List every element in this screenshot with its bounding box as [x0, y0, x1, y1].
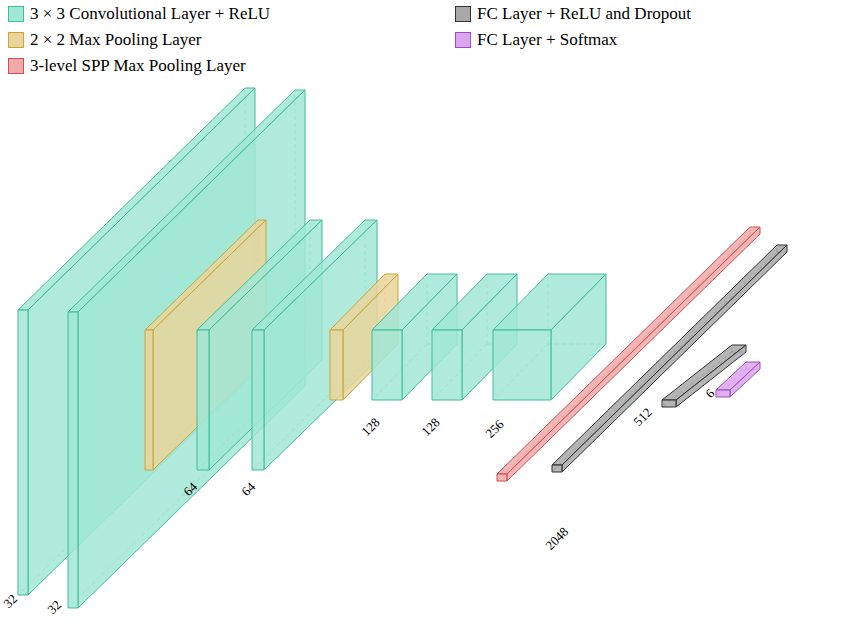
legend-swatch: [8, 32, 24, 48]
legend-text: 3 × 3 Convolutional Layer + ReLU: [30, 4, 270, 24]
legend-text: FC Layer + ReLU and Dropout: [477, 4, 691, 24]
layer-prism: [497, 227, 760, 481]
legend-entry: 2 × 2 Max Pooling Layer: [8, 30, 202, 50]
layer-face: [497, 227, 760, 474]
layer-face: [145, 330, 153, 470]
legend-text: 3-level SPP Max Pooling Layer: [30, 56, 246, 76]
layer-face: [552, 465, 562, 472]
dimension-label: 64: [238, 479, 259, 500]
layer-face: [432, 330, 462, 400]
layer-face: [562, 245, 787, 472]
layer-face: [730, 362, 760, 397]
legend-swatch: [455, 32, 471, 48]
layer-face: [662, 400, 676, 407]
layer-prism: [493, 274, 606, 400]
layer-prism: [716, 362, 760, 397]
layer-face: [18, 310, 28, 595]
layer-face: [372, 330, 402, 400]
layer-face: [252, 330, 264, 470]
legend-text: FC Layer + Softmax: [477, 30, 617, 50]
layer-face: [197, 330, 209, 470]
dimension-label: 6: [702, 386, 718, 402]
dimension-label: 512: [630, 405, 655, 430]
legend-entry: FC Layer + Softmax: [455, 30, 617, 50]
layer-face: [493, 330, 551, 400]
layer-face: [716, 390, 730, 397]
legend-swatch: [8, 6, 24, 22]
dimension-label: 128: [418, 415, 443, 440]
layer-face: [68, 312, 78, 608]
layer-face: [507, 227, 760, 481]
dimension-label: 2048: [542, 524, 572, 554]
legend-text: 2 × 2 Max Pooling Layer: [30, 30, 202, 50]
layer-face: [330, 330, 343, 400]
legend-swatch: [8, 58, 24, 74]
layer-face: [497, 474, 507, 481]
legend-entry: 3 × 3 Convolutional Layer + ReLU: [8, 4, 270, 24]
dimension-label: 256: [482, 417, 507, 442]
layer-face: [552, 245, 787, 465]
dimension-label: 128: [358, 415, 383, 440]
layer-prism: [552, 245, 787, 472]
legend-swatch: [455, 6, 471, 22]
dimension-label: 32: [44, 597, 65, 618]
legend-entry: FC Layer + ReLU and Dropout: [455, 4, 691, 24]
legend-entry: 3-level SPP Max Pooling Layer: [8, 56, 246, 76]
